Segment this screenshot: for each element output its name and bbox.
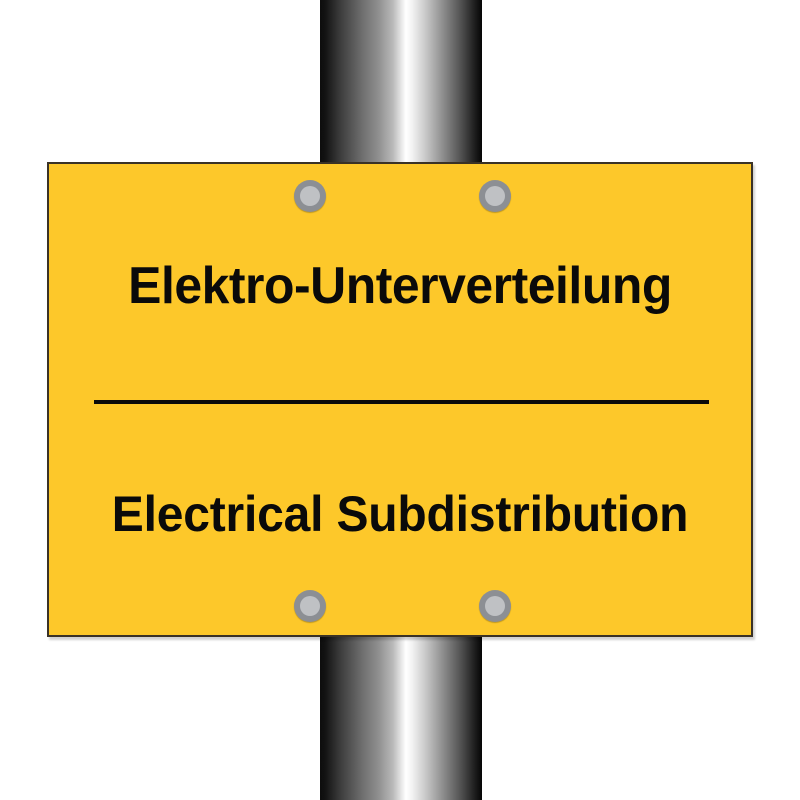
screw-icon-top-left xyxy=(294,180,326,212)
sign-face: Elektro-Unterverteilung Electrical Subdi… xyxy=(49,164,751,635)
screw-icon-top-right xyxy=(479,180,511,212)
screw-icon-bottom-right xyxy=(479,590,511,622)
sign-title-english: Electrical Subdistribution xyxy=(111,486,689,542)
screw-icon-bottom-left xyxy=(294,590,326,622)
information-sign-plate: Elektro-Unterverteilung Electrical Subdi… xyxy=(47,162,753,637)
sign-divider-rule xyxy=(94,400,709,404)
sign-title-german: Elektro-Unterverteilung xyxy=(128,257,672,315)
